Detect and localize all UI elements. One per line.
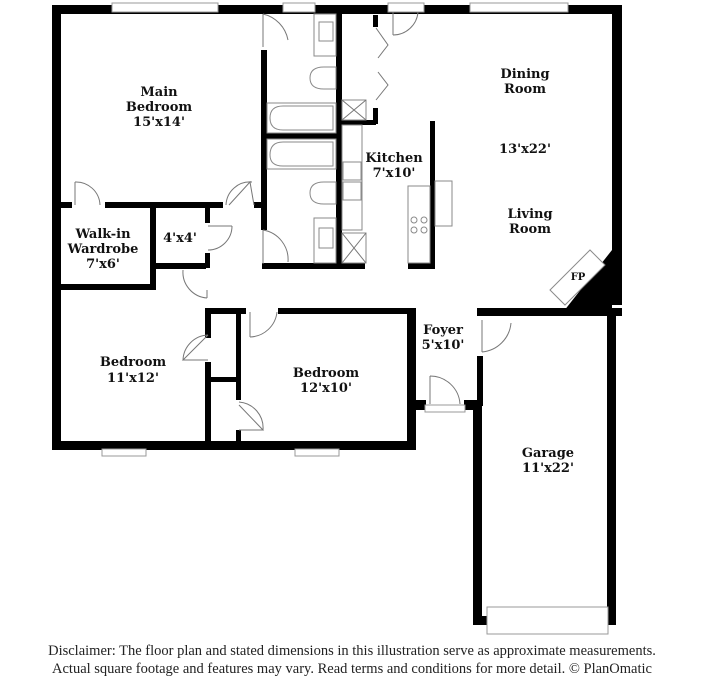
wardrobe-dims: 7'x6'	[86, 257, 120, 272]
bedroom-2-label: Bedroom	[293, 366, 360, 381]
fireplace	[549, 249, 606, 306]
garage-dims: 11'x22'	[522, 461, 574, 476]
disclaimer-line-1: Disclaimer: The floor plan and stated di…	[48, 643, 656, 659]
garage-label: Garage	[522, 446, 574, 461]
bedroom-2-dims: 12'x10'	[300, 381, 352, 396]
walls	[52, 5, 622, 625]
foyer-dims: 5'x10'	[422, 338, 465, 353]
kitchen-label: Kitchen	[365, 151, 423, 166]
bedroom-1-dims: 11'x12'	[107, 371, 159, 386]
disclaimer: Disclaimer: The floor plan and stated di…	[0, 642, 704, 678]
main-bedroom-label-2: Bedroom	[126, 100, 193, 115]
main-bedroom-dims: 15'x14'	[133, 115, 185, 130]
wardrobe-label-2: Wardrobe	[67, 242, 139, 257]
kitchen-dims: 7'x10'	[373, 166, 416, 181]
fixtures	[266, 13, 606, 306]
fireplace-label: FP	[571, 272, 586, 283]
dining-living-dims: 13'x22'	[499, 142, 551, 157]
dining-label-2: Room	[504, 82, 546, 97]
room-labels: Main Bedroom 15'x14' Walk-in Wardrobe 7'…	[67, 67, 586, 476]
garage-door	[486, 606, 609, 635]
doors	[74, 11, 512, 431]
windows	[101, 2, 609, 635]
dining-label: Dining	[500, 67, 549, 82]
bedroom-1-label: Bedroom	[100, 355, 167, 370]
wardrobe-label: Walk-in	[74, 227, 131, 242]
living-label-2: Room	[509, 222, 551, 237]
living-label: Living	[507, 207, 552, 222]
floor-plan: Main Bedroom 15'x14' Walk-in Wardrobe 7'…	[52, 2, 622, 635]
closet-dims: 4'x4'	[163, 231, 197, 246]
foyer-label: Foyer	[423, 323, 463, 338]
disclaimer-line-2: Actual square footage and features may v…	[52, 661, 652, 677]
main-bedroom-label: Main	[140, 85, 178, 100]
